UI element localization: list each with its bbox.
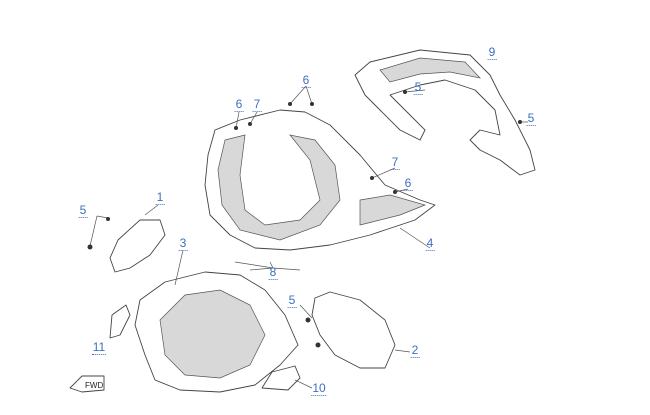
callout-10[interactable]: 10 xyxy=(311,381,327,396)
callout-11[interactable]: 11 xyxy=(91,340,107,355)
part-9-bracket xyxy=(354,49,536,176)
fwd-sticker-text: FWD xyxy=(85,381,103,390)
callout-7[interactable]: 7 xyxy=(390,155,400,170)
callout-6[interactable]: 6 xyxy=(403,176,413,191)
callout-6[interactable]: 6 xyxy=(234,97,244,112)
fastener-leaders xyxy=(234,85,528,271)
callout-8[interactable]: 8 xyxy=(268,265,278,280)
callout-6[interactable]: 6 xyxy=(301,73,311,88)
callout-1[interactable]: 1 xyxy=(155,190,165,205)
fwd-sticker: FWD xyxy=(69,375,105,393)
part-10-reflector xyxy=(261,365,313,391)
callout-9[interactable]: 9 xyxy=(487,45,497,60)
callout-5[interactable]: 5 xyxy=(413,80,423,95)
part-4-upper-fairing xyxy=(204,109,436,251)
part-2-side-panel xyxy=(299,291,411,369)
part-1-cover xyxy=(87,204,166,273)
callout-2[interactable]: 2 xyxy=(410,343,420,358)
callout-4[interactable]: 4 xyxy=(425,236,435,251)
part-11-trim xyxy=(109,304,131,339)
callout-7[interactable]: 7 xyxy=(252,97,262,112)
callout-5[interactable]: 5 xyxy=(287,293,297,308)
callout-3[interactable]: 3 xyxy=(178,236,188,251)
part-3-lower-fairing xyxy=(134,249,299,393)
callout-5[interactable]: 5 xyxy=(78,203,88,218)
callout-5[interactable]: 5 xyxy=(526,111,536,126)
